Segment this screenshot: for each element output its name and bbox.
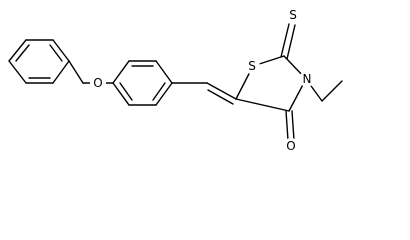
carbonyl-oxygen-label: O: [286, 139, 295, 153]
atom-ring-nitrogen: N: [299, 71, 315, 87]
ether-oxygen-label: O: [93, 76, 102, 90]
atom-ether-oxygen: O: [90, 75, 106, 91]
phenyl-ring-middle: [112, 60, 173, 106]
thione-sulfur-label: S: [289, 8, 297, 22]
atom-ring-sulfur: S: [244, 58, 260, 74]
chemical-structure: S S N O O: [8, 7, 343, 154]
atom-thione-sulfur: S: [285, 7, 301, 23]
ring-nitrogen-label: N: [303, 72, 312, 86]
methylidene-bridge: [171, 82, 237, 105]
atom-carbonyl-oxygen: O: [283, 138, 299, 154]
phenyl-ring-left: [8, 39, 70, 84]
ring-sulfur-label: S: [248, 59, 256, 73]
